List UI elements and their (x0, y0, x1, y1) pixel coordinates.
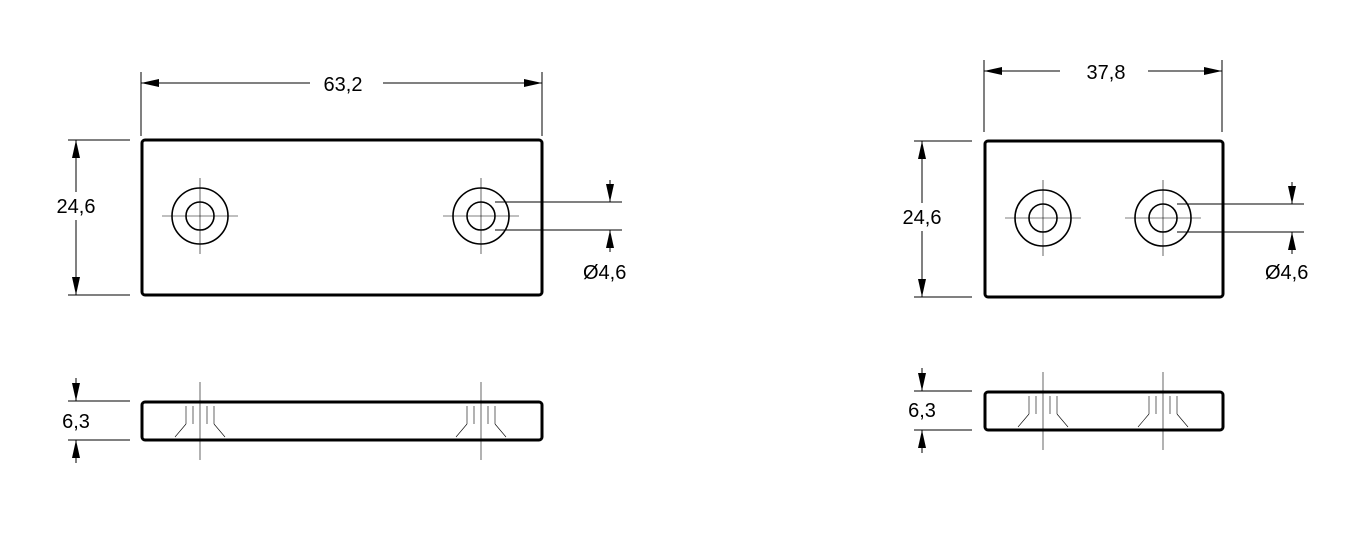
left-height-label-bg (48, 192, 104, 220)
right-side-hole-1-chamfer-b (1056, 413, 1069, 428)
right-plate-top-view (983, 139, 1225, 299)
left-side-hole-1 (174, 382, 226, 460)
right-side-hole-2 (1137, 372, 1189, 450)
left-dia-arrow-top (606, 184, 614, 202)
right-width-arrow-left (984, 67, 1002, 75)
right-hole-1 (1005, 180, 1081, 256)
left-height-dimension: 24,6 (48, 139, 130, 296)
right-height-arrow-top (918, 141, 926, 159)
right-thickness-dimension: 6,3 (908, 368, 972, 453)
left-thick-arrow-top (72, 383, 80, 401)
left-plate-outline (140, 138, 544, 297)
right-height-arrow-bottom (918, 279, 926, 297)
right-width-label: 37,8 (1087, 62, 1126, 84)
right-dia-arrow-bottom (1288, 232, 1296, 250)
left-width-arrow-left (141, 79, 159, 87)
left-part: 63,2 24,6 Ø4,6 (48, 72, 626, 463)
left-plate-top-view (140, 138, 544, 297)
left-height-label: 24,6 (57, 196, 96, 218)
left-width-arrow-right (524, 79, 542, 87)
right-side-hole-2-chamfer-a (1137, 413, 1150, 428)
right-dia-label: Ø4,6 (1265, 262, 1308, 284)
left-hole-diameter-dimension: Ø4,6 (495, 180, 626, 284)
right-width-dimension: 37,8 (983, 60, 1223, 132)
right-hole-2 (1125, 180, 1201, 256)
left-width-label: 63,2 (324, 74, 363, 96)
left-thick-arrow-bottom (72, 440, 80, 458)
left-side-hole-1-chamfer-a (174, 423, 187, 438)
right-part: 37,8 24,6 Ø4,6 (894, 60, 1308, 453)
left-side-hole-1-chamfer-b (213, 423, 226, 438)
right-dia-arrow-top (1288, 186, 1296, 204)
right-hole-diameter-dimension: Ø4,6 (1177, 182, 1308, 284)
left-side-hole-2-chamfer-a (455, 423, 468, 438)
left-height-arrow-bottom (72, 277, 80, 295)
left-dia-arrow-bottom (606, 230, 614, 248)
right-side-outline (983, 390, 1225, 432)
right-thick-arrow-bottom (918, 430, 926, 448)
right-width-arrow-right (1204, 67, 1222, 75)
left-plate-side-view (140, 382, 544, 460)
left-dia-label: Ø4,6 (583, 262, 626, 284)
left-thickness-dimension: 6,3 (62, 378, 130, 463)
left-thickness-label: 6,3 (62, 411, 90, 433)
left-side-hole-2-chamfer-b (494, 423, 507, 438)
right-height-label: 24,6 (903, 207, 942, 229)
left-side-outline (140, 400, 544, 442)
right-side-hole-2-chamfer-b (1176, 413, 1189, 428)
right-height-label-bg (894, 203, 950, 231)
right-height-dimension: 24,6 (894, 140, 972, 298)
left-height-arrow-top (72, 140, 80, 158)
left-width-dimension: 63,2 (140, 72, 543, 136)
left-side-hole-2 (455, 382, 507, 460)
left-hole-2 (443, 178, 519, 254)
left-hole-1 (162, 178, 238, 254)
right-plate-side-view (983, 372, 1225, 450)
right-side-hole-1-chamfer-a (1017, 413, 1030, 428)
right-thickness-label: 6,3 (908, 400, 936, 422)
right-side-hole-1 (1017, 372, 1069, 450)
right-thick-arrow-top (918, 373, 926, 391)
right-plate-outline (983, 139, 1225, 299)
